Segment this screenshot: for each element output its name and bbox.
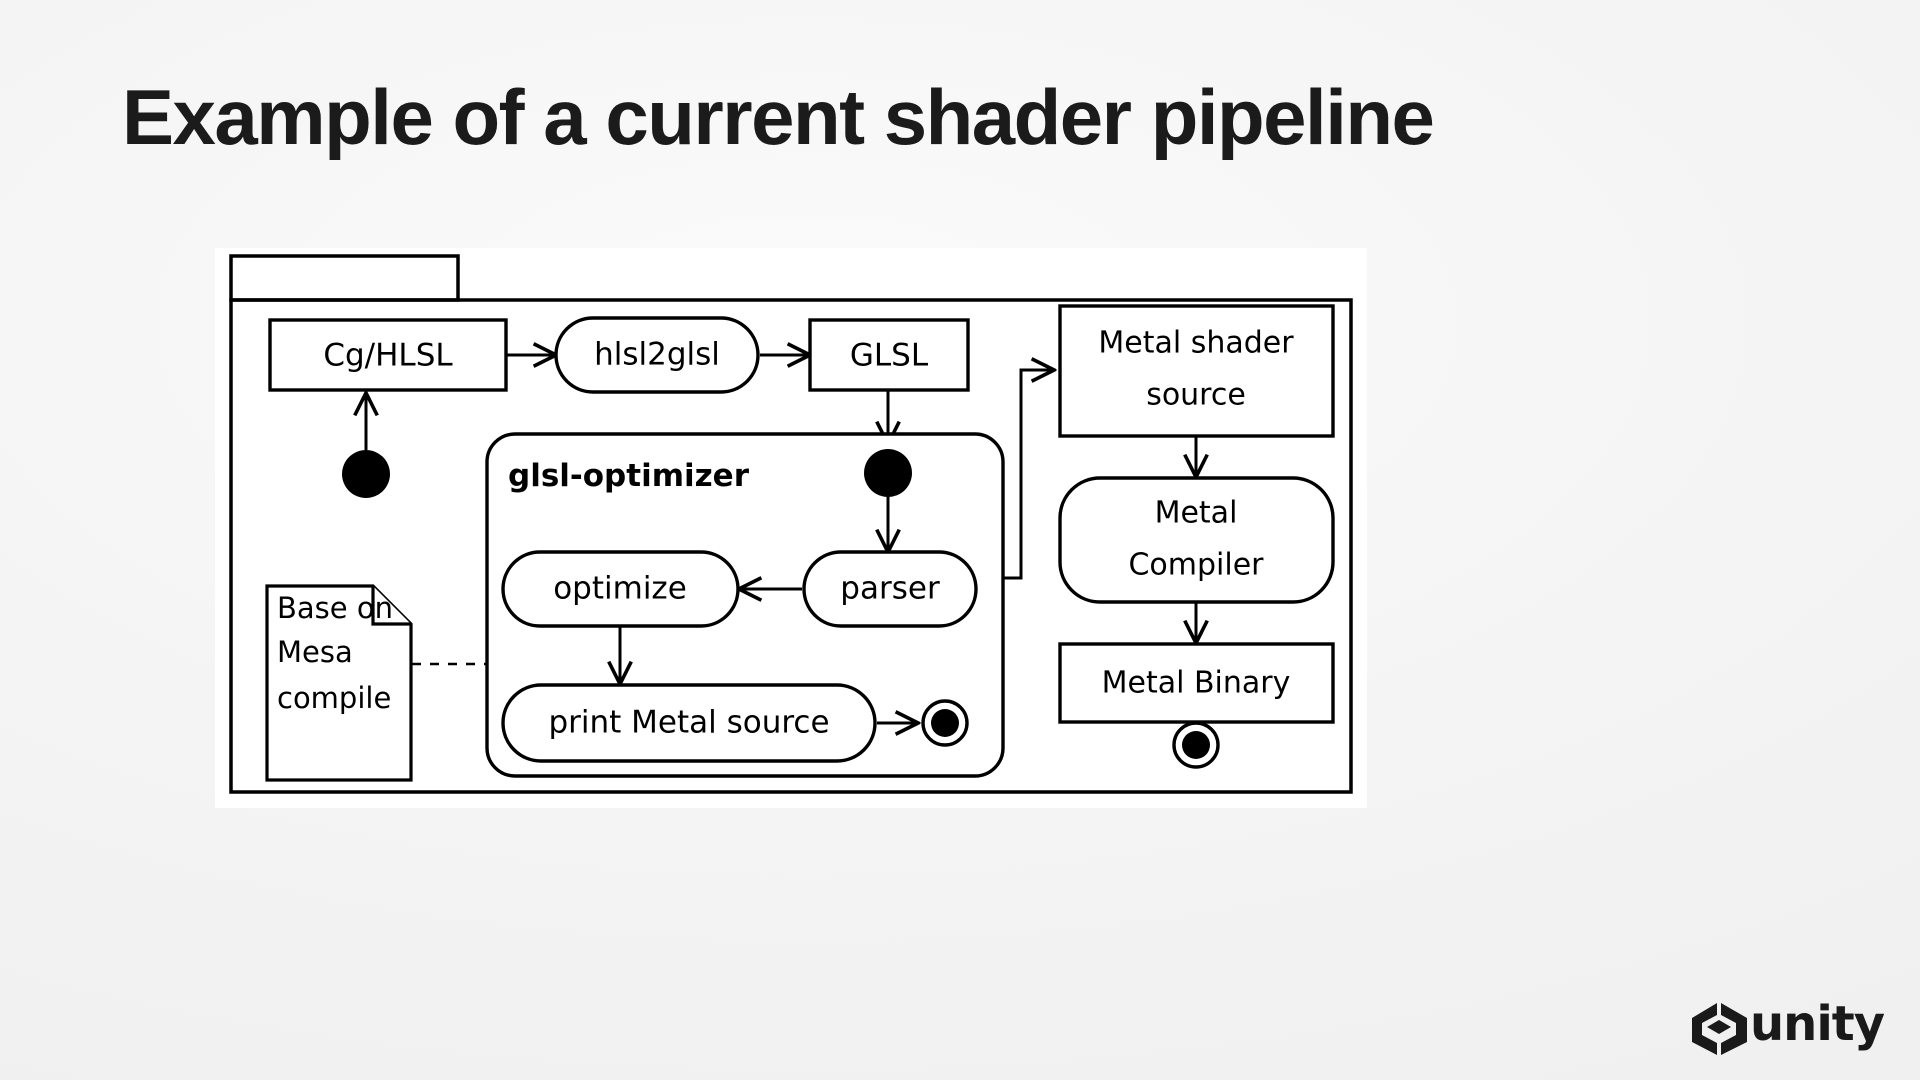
shader-pipeline-diagram: Cg/HLSL hlsl2glsl GLSL glsl-optimizer <box>215 248 1367 808</box>
node-metal-compiler-label-line2: Compiler <box>1128 548 1264 583</box>
node-optimize-label: optimize <box>553 571 687 607</box>
diagram-outer-frame <box>229 298 1353 794</box>
node-optimize[interactable]: optimize <box>501 550 740 628</box>
node-hlsl2glsl-label: hlsl2glsl <box>594 337 720 373</box>
note-line-2: Mesa <box>277 635 353 669</box>
node-cg-hlsl-label: Cg/HLSL <box>323 338 453 374</box>
node-metal-shader-source-label-line2: source <box>1146 378 1246 413</box>
node-parser[interactable]: parser <box>802 550 978 628</box>
unity-cube-icon <box>1692 1003 1747 1055</box>
node-metal-compiler[interactable]: Metal Compiler <box>1058 476 1335 604</box>
page-title: Example of a current shader pipeline <box>122 73 1435 161</box>
node-metal-shader-source[interactable]: Metal shader source <box>1058 304 1335 438</box>
node-glsl[interactable]: GLSL <box>808 318 970 392</box>
diagram-canvas: Cg/HLSL hlsl2glsl GLSL glsl-optimizer <box>229 254 1353 794</box>
node-glsl-label: GLSL <box>850 338 929 374</box>
node-metal-shader-source-label-line1: Metal shader <box>1098 326 1294 361</box>
note-base-on-mesa: Base on Mesa compile <box>265 584 413 782</box>
node-print-metal-source-label: print Metal source <box>548 705 829 741</box>
edge-optimizer-to-metal-source <box>1003 370 1053 580</box>
node-metal-binary[interactable]: Metal Binary <box>1058 642 1335 724</box>
node-hlsl2glsl[interactable]: hlsl2glsl <box>554 316 760 394</box>
node-print-metal-source[interactable]: print Metal source <box>501 683 877 763</box>
note-line-1: Base on <box>277 591 393 625</box>
unity-logo: unity <box>1690 996 1885 1060</box>
note-line-3: compile <box>277 681 391 715</box>
node-initial-node-left <box>342 450 390 498</box>
node-initial-node-parser <box>864 449 912 497</box>
node-final-node-metal <box>1172 721 1220 769</box>
node-final-node-optimizer <box>921 699 969 747</box>
node-cg-hlsl[interactable]: Cg/HLSL <box>268 318 508 392</box>
node-glsl-optimizer-label: glsl-optimizer <box>508 458 750 494</box>
package-tab <box>229 254 460 302</box>
node-metal-compiler-label-line1: Metal <box>1155 496 1238 531</box>
node-parser-label: parser <box>840 571 940 607</box>
node-metal-binary-label: Metal Binary <box>1102 666 1291 701</box>
unity-wordmark: unity <box>1750 996 1885 1052</box>
